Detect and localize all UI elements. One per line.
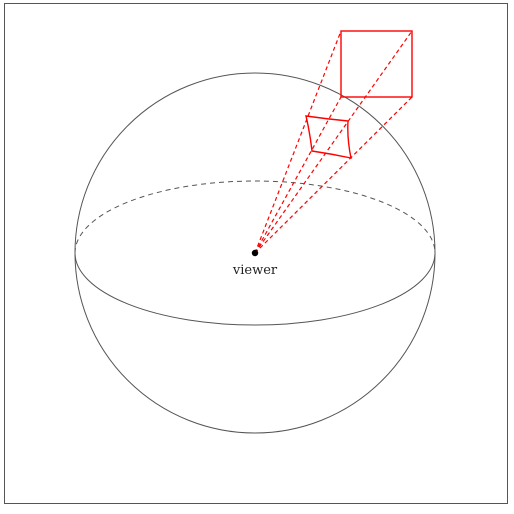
viewer-point	[251, 249, 259, 257]
projection-rays	[254, 30, 413, 254]
outer-border	[4, 3, 508, 504]
viewer-label: viewer	[232, 263, 278, 278]
ray-top-left	[254, 30, 342, 254]
image-plane-square	[340, 30, 413, 98]
ray-bottom-right	[254, 96, 413, 254]
ray-bottom-left	[254, 96, 342, 254]
projected-patch-on-sphere	[305, 115, 352, 159]
ray-top-right	[254, 30, 413, 254]
equator-front	[74, 252, 436, 326]
equator-back	[74, 180, 436, 254]
